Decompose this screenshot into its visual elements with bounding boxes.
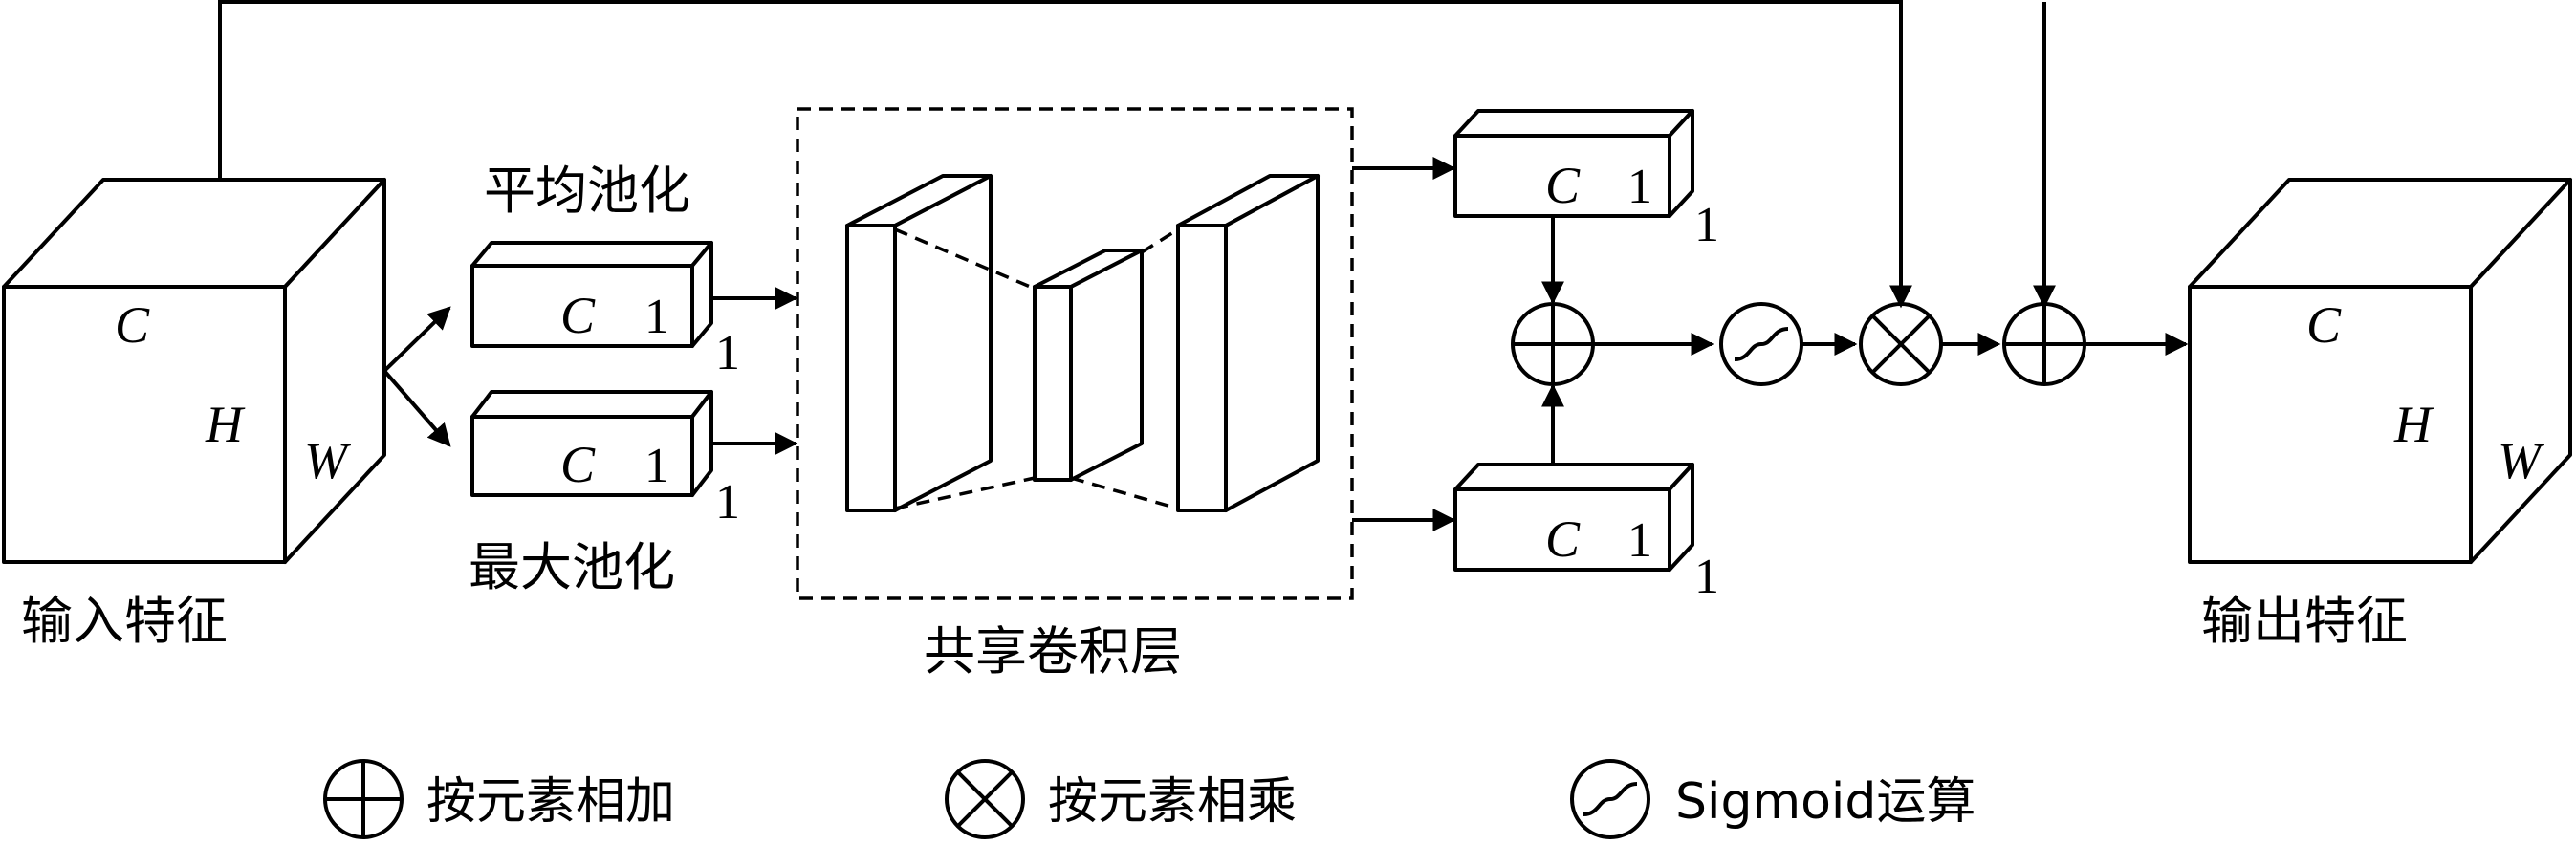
top-output-one: 1	[1627, 160, 1652, 214]
conv-layer-right	[1176, 174, 1320, 512]
input-feature-label: 输入特征	[21, 591, 228, 651]
top-output-c: C	[1545, 157, 1581, 214]
top-output-block: C 1 1	[1453, 109, 1719, 252]
avg-pool-one: 1	[644, 290, 669, 344]
output-w-label: W	[2498, 432, 2545, 489]
output-feature-label: 输出特征	[2201, 591, 2408, 651]
output-h-label: H	[2393, 396, 2434, 453]
input-h-label: H	[205, 396, 246, 453]
max-pool-c: C	[560, 436, 596, 493]
avg-pool-block: C 1 1	[470, 241, 740, 380]
add-operator-1	[1511, 302, 1595, 386]
conv-layer-left	[845, 174, 993, 512]
conv-connector	[1141, 228, 1179, 254]
conv-layer-middle	[1033, 249, 1144, 482]
avg-pool-label: 平均池化	[484, 161, 690, 221]
legend-add: 按元素相加	[323, 759, 675, 839]
arrow-input-to-avg-pool	[382, 306, 451, 373]
conv-connector	[1070, 476, 1179, 510]
legend-multiply-icon	[945, 759, 1025, 839]
avg-pool-c: C	[560, 287, 596, 344]
max-pool-one: 1	[644, 439, 669, 493]
max-pool-depth: 1	[715, 475, 740, 530]
sigmoid-operator	[1719, 302, 1803, 386]
legend-multiply: 按元素相乘	[945, 759, 1297, 839]
arrow-input-to-max-pool	[382, 369, 451, 447]
output-feature-cube: C H W	[2188, 178, 2572, 564]
shared-conv-label: 共享卷积层	[924, 621, 1182, 682]
legend-sigmoid-label: Sigmoid运算	[1675, 773, 1976, 831]
bottom-output-depth: 1	[1694, 550, 1719, 604]
legend-add-label: 按元素相加	[426, 773, 675, 831]
output-c-label: C	[2306, 296, 2342, 354]
input-c-label: C	[115, 296, 150, 354]
skip-connection-to-multiply	[218, 0, 1912, 309]
input-feature-cube: C H W	[2, 178, 386, 564]
legend-sigmoid: Sigmoid运算	[1570, 759, 1976, 839]
multiply-operator	[1859, 302, 1943, 386]
bottom-output-one: 1	[1627, 513, 1652, 568]
top-output-depth: 1	[1694, 198, 1719, 252]
input-w-label: W	[304, 432, 352, 489]
avg-pool-depth: 1	[715, 326, 740, 380]
add-operator-2	[2002, 302, 2086, 386]
max-pool-label: 最大池化	[469, 537, 675, 597]
shared-conv-box	[796, 107, 1354, 600]
conv-connector	[894, 228, 1036, 291]
legend-sigmoid-icon	[1570, 759, 1650, 839]
legend-multiply-label: 按元素相乘	[1048, 773, 1297, 831]
bottom-output-c: C	[1545, 510, 1581, 568]
max-pool-block: C 1 1	[470, 390, 740, 530]
conv-connector	[894, 476, 1036, 510]
bottom-output-block: C 1 1	[1453, 463, 1719, 604]
